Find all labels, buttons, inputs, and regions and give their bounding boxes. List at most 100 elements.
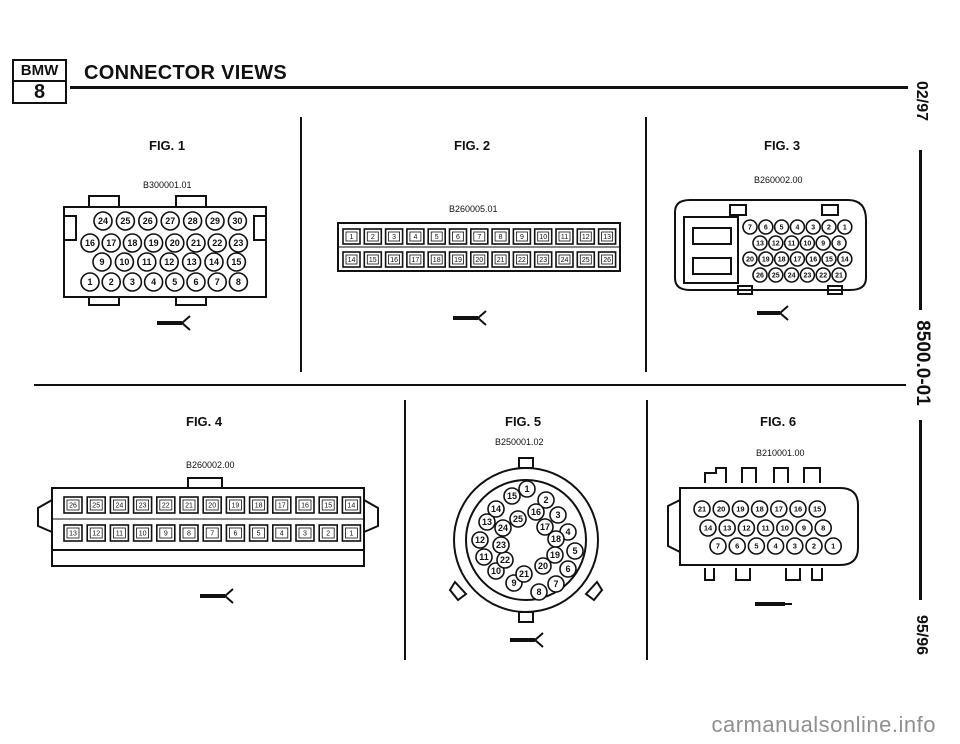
- fig3-pin-22: 22: [815, 267, 832, 283]
- svg-text:10: 10: [804, 241, 812, 248]
- svg-text:11: 11: [762, 524, 770, 533]
- fig3-pin-1: 1: [836, 219, 853, 235]
- svg-text:3: 3: [555, 510, 560, 520]
- fig6-pin-19: 19: [731, 500, 750, 518]
- svg-text:27: 27: [165, 216, 175, 226]
- fig1-pin-27: 27: [160, 211, 180, 231]
- fig2-pin-26: 26: [597, 251, 617, 268]
- svg-text:23: 23: [233, 238, 243, 248]
- svg-text:7: 7: [716, 542, 720, 551]
- svg-text:17: 17: [775, 505, 783, 514]
- fig2-pin-17: 17: [406, 251, 425, 268]
- fig3-pin-4: 4: [789, 219, 806, 235]
- fig6-pin-2: 2: [805, 537, 823, 555]
- svg-text:3: 3: [303, 531, 307, 538]
- fig5-pin-11: 11: [475, 548, 493, 566]
- fig2-pin-22: 22: [512, 251, 532, 268]
- svg-text:9: 9: [520, 234, 524, 241]
- fig5-pin-12: 12: [471, 531, 489, 549]
- svg-text:1: 1: [831, 542, 835, 551]
- svg-text:26: 26: [756, 273, 764, 280]
- svg-text:26: 26: [69, 503, 77, 510]
- svg-text:7: 7: [215, 277, 220, 287]
- fig1-pin-21: 21: [186, 233, 206, 253]
- svg-text:11: 11: [788, 241, 796, 248]
- svg-text:20: 20: [170, 238, 180, 248]
- svg-text:25: 25: [120, 216, 130, 226]
- fig1-part-code: B300001.01: [143, 180, 192, 190]
- fig2-pin-18: 18: [427, 251, 447, 268]
- fig4-pin-10: 10: [132, 524, 153, 542]
- svg-text:22: 22: [500, 555, 510, 565]
- fig1-pin-15: 15: [226, 252, 247, 272]
- svg-text:8: 8: [236, 277, 241, 287]
- fig1-pin-18: 18: [122, 233, 143, 253]
- fig1-pin-10: 10: [114, 252, 135, 272]
- svg-text:13: 13: [187, 257, 197, 267]
- fig1-pin-29: 29: [205, 211, 225, 231]
- fig1-label: FIG. 1: [149, 138, 186, 153]
- svg-text:10: 10: [781, 524, 789, 533]
- fig2-pin-23: 23: [533, 251, 553, 268]
- svg-text:24: 24: [116, 503, 124, 510]
- svg-text:2: 2: [812, 542, 816, 551]
- fig6-pin-20: 20: [712, 500, 731, 518]
- svg-text:23: 23: [139, 503, 147, 510]
- fig3-pin-25: 25: [767, 267, 784, 283]
- svg-text:21: 21: [698, 505, 706, 514]
- svg-text:15: 15: [813, 505, 821, 514]
- svg-text:22: 22: [212, 238, 222, 248]
- svg-text:13: 13: [603, 234, 611, 241]
- fig3-pin-24: 24: [783, 267, 800, 283]
- fig6-pin-21: 21: [693, 500, 711, 518]
- fig5-pin-23: 23: [492, 536, 510, 554]
- svg-text:21: 21: [519, 569, 529, 579]
- watermark-text: carmanualsonline.info: [711, 712, 936, 737]
- fig1-pin-2: 2: [101, 272, 121, 292]
- svg-text:13: 13: [756, 241, 764, 248]
- fig3-pin-12: 12: [767, 235, 784, 251]
- fig4-pin-23: 23: [132, 496, 153, 514]
- svg-text:3: 3: [392, 234, 396, 241]
- svg-text:2: 2: [326, 531, 330, 538]
- svg-text:12: 12: [164, 257, 174, 267]
- fig3-pin-9: 9: [815, 235, 832, 251]
- divider-fig4-fig5: [404, 400, 406, 660]
- svg-text:1: 1: [350, 234, 354, 241]
- fig5-pin-20: 20: [534, 557, 552, 575]
- fig1-pin-19: 19: [143, 233, 164, 253]
- fig5-label: FIG. 5: [505, 414, 542, 429]
- fig3-pin-3: 3: [805, 219, 822, 235]
- fig1-pin-28: 28: [182, 211, 203, 231]
- fig6-pin-9: 9: [795, 519, 813, 537]
- svg-text:20: 20: [475, 257, 483, 264]
- svg-text:21: 21: [191, 238, 201, 248]
- svg-text:4: 4: [280, 531, 284, 538]
- side-rule-top: [919, 150, 922, 310]
- page-title: CONNECTOR VIEWS: [84, 62, 288, 84]
- fig1-view-arrow: [157, 315, 191, 331]
- svg-text:19: 19: [550, 550, 560, 560]
- svg-text:6: 6: [735, 542, 739, 551]
- fig2-pin-11: 11: [555, 228, 574, 245]
- svg-text:10: 10: [139, 531, 147, 538]
- svg-text:6: 6: [764, 225, 768, 232]
- svg-text:6: 6: [456, 234, 460, 241]
- fig6-pin-14: 14: [699, 519, 717, 537]
- fig5-pin-22: 22: [496, 551, 514, 569]
- fig5-pin-13: 13: [478, 513, 496, 531]
- svg-text:14: 14: [841, 257, 849, 264]
- svg-text:14: 14: [348, 257, 356, 264]
- svg-text:11: 11: [142, 257, 152, 267]
- fig6-part-code: B210001.00: [756, 448, 805, 458]
- fig4-pin-18: 18: [248, 496, 269, 514]
- svg-text:10: 10: [491, 566, 501, 576]
- fig4-pin-1: 1: [341, 524, 362, 542]
- svg-text:15: 15: [231, 257, 241, 267]
- svg-text:16: 16: [85, 238, 95, 248]
- fig5-pin-17: 17: [536, 518, 554, 536]
- fig4-pin-7: 7: [202, 524, 222, 542]
- fig2-pin-5: 5: [427, 228, 447, 245]
- fig6-pin-3: 3: [785, 537, 804, 555]
